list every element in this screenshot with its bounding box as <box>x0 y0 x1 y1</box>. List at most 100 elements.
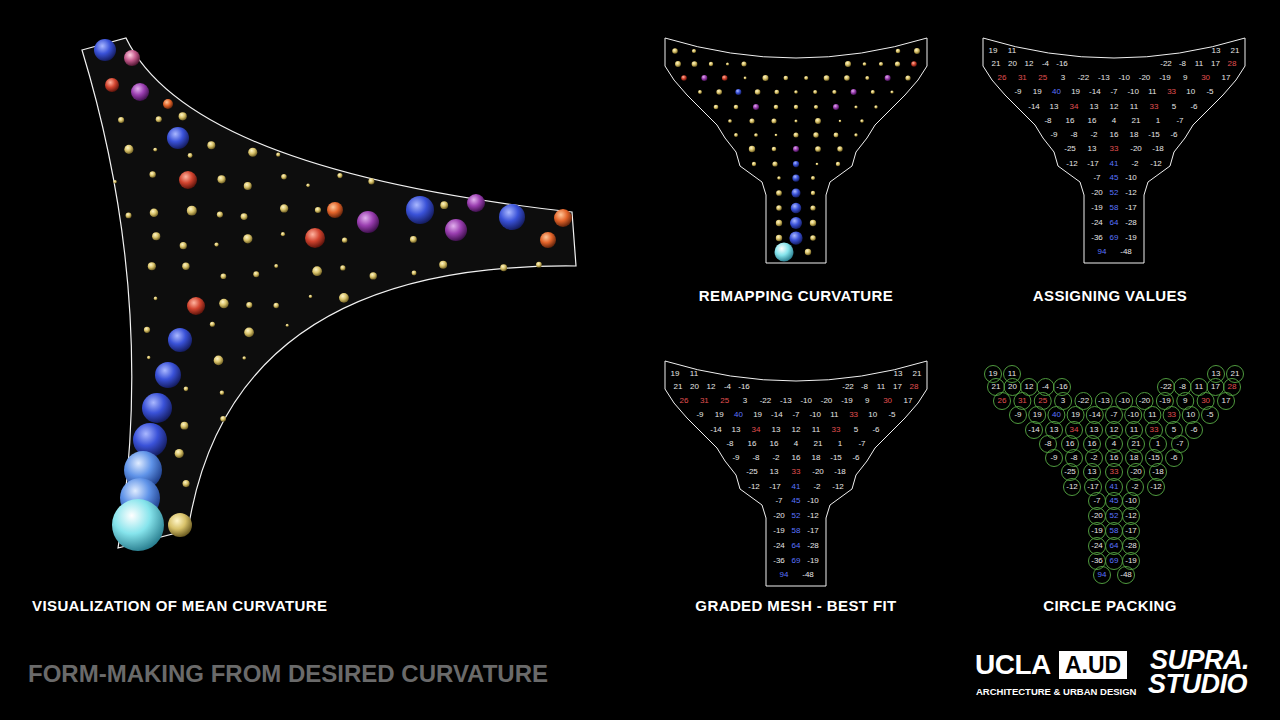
curvature-sphere <box>692 49 696 53</box>
curvature-sphere <box>281 174 287 180</box>
packed-circle <box>1064 479 1081 496</box>
curvature-sphere <box>753 104 759 110</box>
curvature-value: 11 <box>812 426 820 434</box>
curvature-sphere <box>182 263 189 270</box>
curvature-value: -16 <box>1056 60 1068 68</box>
curvature-value: 13 <box>1212 47 1221 55</box>
curvature-value: -9 <box>1014 411 1021 419</box>
curvature-sphere <box>467 194 485 212</box>
curvature-sphere <box>339 293 349 303</box>
curvature-value: -8 <box>752 454 759 462</box>
curvature-value: 58 <box>1110 204 1119 212</box>
curvature-sphere <box>741 61 746 66</box>
curvature-value: 58 <box>792 527 801 535</box>
curvature-value: -5 <box>888 411 895 419</box>
packed-circle <box>985 366 1002 383</box>
curvature-value: 4 <box>794 440 798 448</box>
curvature-value: 52 <box>1110 512 1119 520</box>
curvature-value: -4 <box>1042 383 1049 391</box>
curvature-sphere <box>854 105 857 108</box>
curvature-sphere <box>410 236 417 243</box>
curvature-value: -20 <box>1091 189 1103 197</box>
curvature-value: -22 <box>842 383 854 391</box>
curvature-sphere <box>734 133 738 137</box>
curvature-value: 1 <box>1156 117 1160 125</box>
curvature-value: 33 <box>849 411 858 419</box>
curvature-sphere <box>113 180 117 184</box>
curvature-sphere <box>833 104 839 110</box>
curvature-sphere <box>811 191 815 195</box>
curvature-sphere <box>220 390 224 394</box>
curvature-sphere <box>911 61 917 67</box>
curvature-sphere <box>187 297 205 315</box>
curvature-value: -18 <box>834 468 846 476</box>
curvature-sphere <box>554 209 572 227</box>
curvature-sphere <box>142 393 172 423</box>
panel-caption: ASSIGNING VALUES <box>1033 287 1187 305</box>
surface-outline <box>665 361 927 586</box>
curvature-sphere <box>214 242 218 246</box>
curvature-value: -2 <box>813 483 820 491</box>
curvature-sphere <box>147 356 150 359</box>
curvature-value: -24 <box>773 542 785 550</box>
curvature-value: -4 <box>1042 60 1049 68</box>
curvature-value: 1 <box>838 440 842 448</box>
curvature-value: 52 <box>792 512 801 520</box>
curvature-value: 31 <box>700 397 709 405</box>
curvature-value: -7 <box>1176 440 1183 448</box>
curvature-value: 17 <box>1211 383 1220 391</box>
curvature-sphere <box>716 89 722 95</box>
packed-circle <box>1094 567 1111 584</box>
curvature-sphere <box>734 105 739 110</box>
curvature-value: 25 <box>1038 74 1047 82</box>
curvature-value: -12 <box>1066 483 1078 491</box>
curvature-value: 21 <box>913 370 922 378</box>
curvature-value: 9 <box>1183 397 1187 405</box>
packed-circle <box>994 393 1011 410</box>
curvature-value: 17 <box>1211 60 1220 68</box>
curvature-sphere <box>155 362 181 388</box>
curvature-value: 45 <box>1110 497 1119 505</box>
curvature-value: 34 <box>752 426 761 434</box>
curvature-value: -14 <box>710 426 722 434</box>
curvature-value: 3 <box>743 397 747 405</box>
curvature-sphere <box>253 271 259 277</box>
curvature-value: 5 <box>854 426 858 434</box>
curvature-value: -6 <box>1170 131 1177 139</box>
packed-circle <box>1123 493 1140 510</box>
curvature-sphere <box>824 75 830 81</box>
packed-circle <box>1046 450 1063 467</box>
curvature-value: -36 <box>773 557 785 565</box>
curvature-sphere <box>187 206 197 216</box>
curvature-value: 40 <box>1052 88 1061 96</box>
curvature-value: 4 <box>1112 440 1116 448</box>
packed-circle <box>1084 464 1101 481</box>
curvature-value: -28 <box>1125 219 1137 227</box>
curvature-value: -22 <box>1160 60 1172 68</box>
curvature-sphere <box>794 90 798 94</box>
curvature-value: 34 <box>1070 103 1079 111</box>
curvature-value: 13 <box>770 468 779 476</box>
curvature-value: -13 <box>1098 397 1110 405</box>
curvature-value: -48 <box>1120 248 1132 256</box>
curvature-value: 21 <box>992 60 1001 68</box>
curvature-sphere <box>439 261 447 269</box>
curvature-sphere <box>210 322 215 327</box>
curvature-sphere <box>813 90 817 94</box>
curvature-sphere <box>242 356 246 360</box>
curvature-value: -14 <box>1028 103 1040 111</box>
curvature-value: 25 <box>720 397 729 405</box>
curvature-sphere <box>112 499 164 551</box>
curvature-sphere <box>180 242 187 249</box>
curvature-value: 12 <box>1110 426 1119 434</box>
curvature-sphere <box>851 89 857 95</box>
curvature-sphere <box>744 77 747 80</box>
curvature-value: 16 <box>770 440 779 448</box>
curvature-sphere <box>777 176 781 180</box>
curvature-value: -7 <box>792 411 799 419</box>
curvature-value: 64 <box>792 542 801 550</box>
curvature-value: 16 <box>1088 440 1097 448</box>
curvature-sphere <box>752 162 756 166</box>
curvature-value: -2 <box>1131 483 1138 491</box>
